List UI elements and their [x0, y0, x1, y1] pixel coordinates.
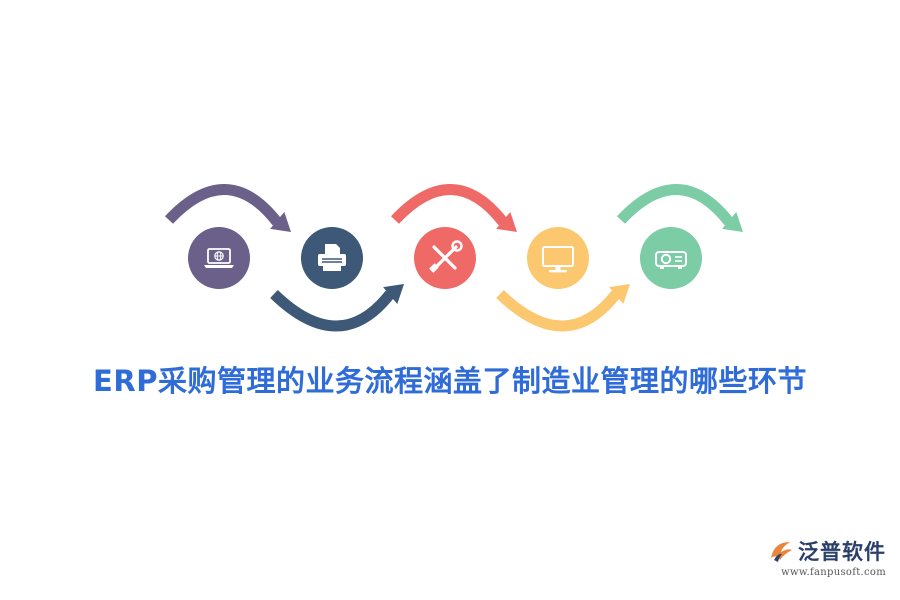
flow-arrowhead-4 [609, 284, 630, 304]
brand-watermark: 泛普软件 www.fanpusoft.com [768, 536, 886, 578]
step-node-4 [527, 227, 589, 289]
flow-arrow-5 [616, 184, 734, 226]
flow-arrow-2 [270, 290, 395, 332]
flow-arrowhead-5 [722, 212, 743, 232]
flow-arrow-3 [390, 184, 508, 226]
brand-logo-icon [771, 542, 792, 562]
flow-arrowhead-2 [383, 284, 404, 304]
page-title: ERP采购管理的业务流程涵盖了制造业管理的哪些环节 [93, 364, 807, 398]
brand-name: 泛普软件 [798, 540, 886, 564]
brand-url: www.fanpusoft.com [781, 567, 886, 578]
flow-arrowhead-1 [270, 212, 291, 232]
step-node-2 [301, 227, 363, 289]
step-circle-4 [527, 227, 589, 289]
flow-arrow-1 [164, 184, 282, 226]
step-node-3 [414, 227, 476, 289]
step-node-1 [188, 227, 250, 289]
step-node-5 [640, 227, 702, 289]
step-circle-1 [188, 227, 250, 289]
flow-arrowhead-3 [496, 212, 517, 232]
flow-arrow-4 [496, 290, 621, 332]
brand-row: 泛普软件 [768, 536, 886, 566]
